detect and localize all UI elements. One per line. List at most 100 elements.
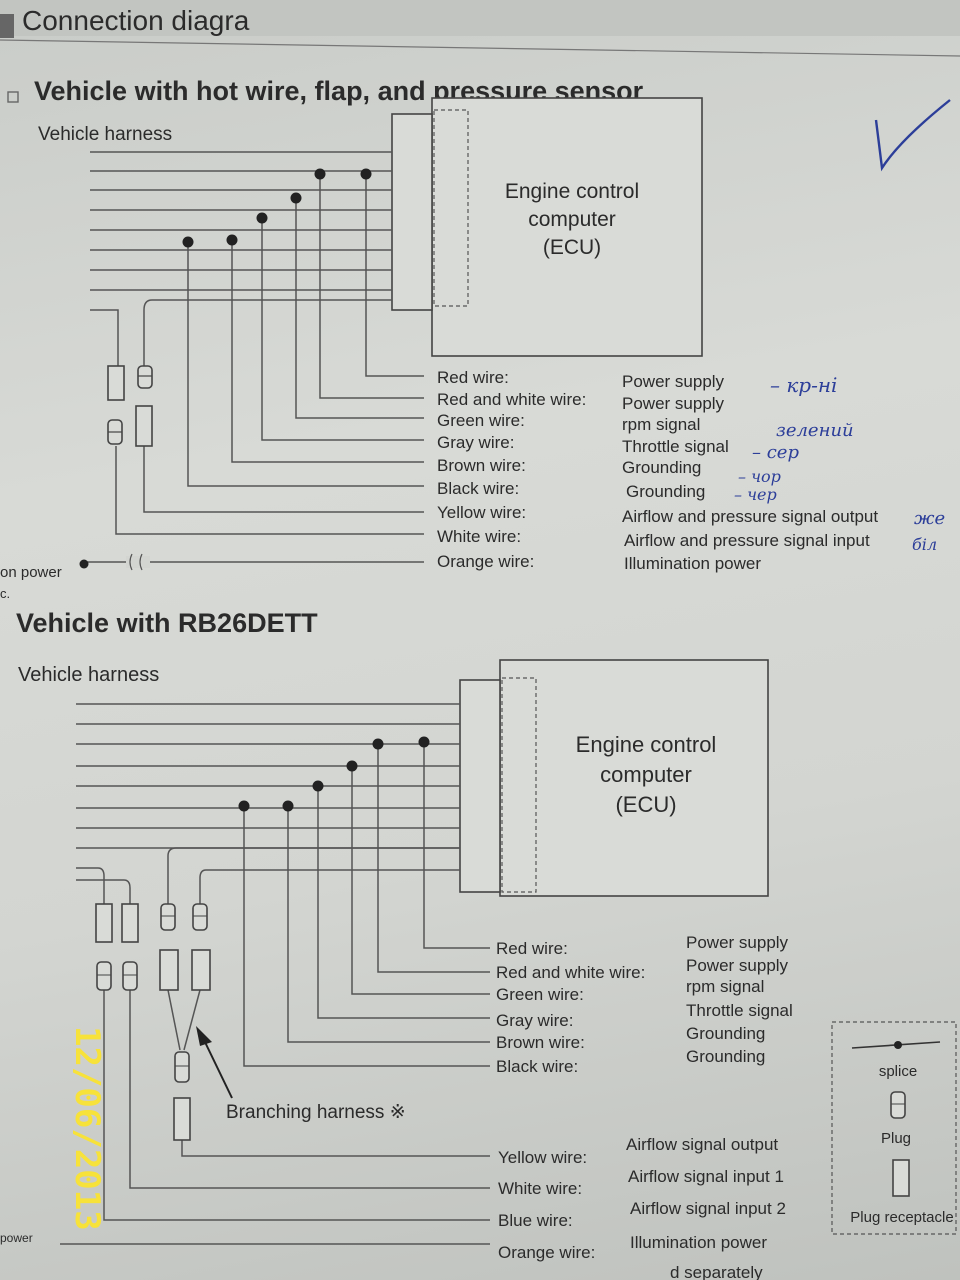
handwritten-note: – сер — [752, 442, 799, 463]
wire-function: Airflow signal input 1 — [628, 1167, 784, 1186]
wire-name: Yellow wire: — [498, 1148, 587, 1167]
left-fragment: power — [0, 1231, 33, 1245]
legend: splice Plug Plug receptacle — [831, 1021, 957, 1235]
harness-1 — [90, 151, 392, 291]
wire-function: Power supply — [622, 372, 725, 391]
wire-name: Gray wire: — [437, 433, 514, 452]
wire-function: Grounding — [686, 1024, 765, 1043]
wire-name: Gray wire: — [496, 1011, 573, 1030]
section-1-harness-label: Vehicle harness — [38, 124, 172, 145]
splice-dot — [312, 780, 324, 792]
wire-function: Illumination power — [630, 1233, 767, 1252]
wire-name: Orange wire: — [437, 552, 534, 571]
wire-function: Throttle signal — [622, 437, 729, 456]
wire-name: Black wire: — [496, 1057, 578, 1076]
bullet-icon — [7, 91, 19, 103]
wire-function: Illumination power — [624, 554, 761, 573]
wire-name: Green wire: — [496, 985, 584, 1004]
wire-function: Airflow signal input 2 — [630, 1199, 786, 1218]
splice-dot — [79, 559, 89, 569]
section-2-title: Vehicle with RB26DETT — [16, 608, 318, 638]
wire-name: Red and white wire: — [496, 963, 645, 982]
handwritten-note: – чор — [738, 467, 781, 486]
bottom-fragment: d separately — [670, 1263, 763, 1280]
header-title: Connection diagra — [22, 5, 250, 36]
wire-labels-1: Red wire: Red and white wire: Green wire… — [0, 368, 878, 601]
header: Connection diagra — [0, 0, 960, 57]
wire-name: Brown wire: — [496, 1033, 585, 1052]
plug-receptacle-icon — [107, 365, 125, 401]
legend-receptacle-label: Plug receptacle — [850, 1209, 953, 1226]
plug-icon — [137, 365, 153, 389]
wire-labels-2: Red wire: Red and white wire: Green wire… — [0, 933, 793, 1280]
splice-dot — [418, 736, 430, 748]
plug-icon — [192, 903, 208, 931]
wire-name: Yellow wire: — [437, 503, 526, 522]
wire-name: Black wire: — [437, 479, 519, 498]
wire-function: Throttle signal — [686, 1001, 793, 1020]
handwritten-notes: – кр-ні зелений – сер – чор – чер же біл — [734, 99, 951, 554]
wire-function: Power supply — [686, 933, 789, 952]
wire-name: Orange wire: — [498, 1243, 595, 1262]
plug-receptacle-icon — [173, 1097, 191, 1141]
handwritten-note: же — [914, 508, 945, 529]
left-fragment: c. — [0, 586, 10, 601]
wire-function: Airflow and pressure signal input — [624, 531, 870, 550]
plug-icon — [107, 419, 123, 445]
branching-harness-label: Branching harness ※ — [226, 1102, 406, 1123]
plug-receptacle-icon — [95, 903, 113, 943]
wire-name: Red wire: — [437, 368, 509, 387]
branch-wires-2 — [60, 742, 490, 1245]
splice-dot — [314, 168, 326, 180]
wire-function: Grounding — [622, 458, 701, 477]
plug-icon — [96, 961, 112, 991]
wire-function: Grounding — [626, 482, 705, 501]
splice-dot — [290, 192, 302, 204]
plug-receptacle-icon — [121, 903, 139, 943]
checkmark-icon — [874, 99, 951, 172]
legend-splice-label: splice — [879, 1063, 917, 1080]
handwritten-note: зелений — [776, 420, 854, 441]
ecu-2-label-line-1: Engine control — [576, 732, 717, 757]
wire-name: White wire: — [498, 1179, 582, 1198]
splice-dot — [360, 168, 372, 180]
plug-icon — [174, 1051, 190, 1083]
plug-receptacle-icon — [191, 949, 211, 991]
ecu-1-label-line-1: Engine control — [505, 180, 639, 203]
wire-name: Brown wire: — [437, 456, 526, 475]
wire-name: Blue wire: — [498, 1211, 573, 1230]
legend-plug-icon — [890, 1091, 906, 1119]
branch-wires-1 — [84, 174, 424, 563]
left-fragment: on power — [0, 564, 62, 581]
wire-name: Red and white wire: — [437, 390, 586, 409]
splices-1 — [79, 168, 372, 569]
legend-box — [831, 1021, 957, 1235]
plug-icon — [122, 961, 138, 991]
wire-function: rpm signal — [622, 415, 700, 434]
wire-function: rpm signal — [686, 977, 764, 996]
handwritten-note: – кр-ні — [770, 373, 837, 397]
legend-receptacle-icon — [892, 1159, 910, 1197]
splices-2 — [238, 736, 430, 812]
splice-dot — [346, 760, 358, 772]
wire-function: Airflow and pressure signal output — [622, 507, 878, 526]
section-1: Vehicle with hot wire, flap, and pressur… — [0, 76, 878, 601]
handwritten-note: – чер — [734, 485, 777, 504]
ecu-2-label-line-2: computer — [600, 762, 692, 787]
ecu-1: Engine control computer (ECU) — [391, 97, 703, 357]
tab-marker-icon — [0, 14, 14, 38]
wire-name: Red wire: — [496, 939, 568, 958]
splice-dot — [182, 236, 194, 248]
section-2-harness-label: Vehicle harness — [18, 664, 159, 686]
plug-receptacle-icon — [135, 405, 153, 447]
plug-receptacle-icon — [159, 949, 179, 991]
splice-dot — [372, 738, 384, 750]
wire-function: Grounding — [686, 1047, 765, 1066]
splice-dot — [226, 234, 238, 246]
wire-function: Power supply — [622, 394, 725, 413]
handwritten-note: біл — [912, 535, 937, 554]
section-2: Vehicle with RB26DETT Vehicle harness En… — [0, 608, 957, 1280]
ecu-2: Engine control computer (ECU) — [459, 659, 769, 897]
wire-function: Power supply — [686, 956, 789, 975]
